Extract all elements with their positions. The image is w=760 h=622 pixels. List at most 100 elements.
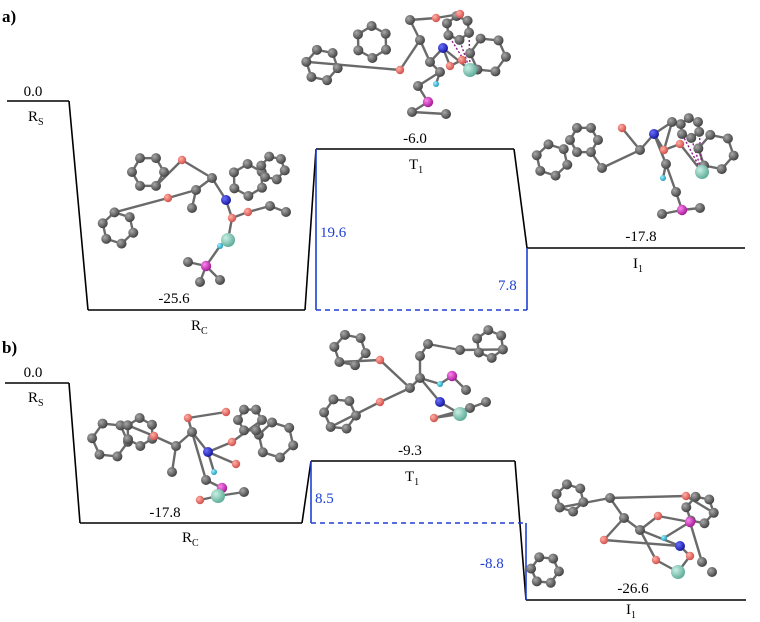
- atom: [465, 403, 475, 413]
- atom: [134, 413, 145, 424]
- atom: [183, 257, 193, 267]
- atom: [578, 497, 589, 508]
- state-rs-b: RS: [28, 390, 44, 409]
- atom: [534, 552, 545, 563]
- atom: [548, 553, 559, 564]
- barrier-reverse-b: -8.8: [480, 556, 504, 572]
- atom: [207, 173, 217, 183]
- bond: [190, 431, 208, 481]
- atom: [87, 433, 98, 444]
- atom: [380, 28, 391, 39]
- atom: [545, 577, 556, 588]
- atom: [187, 427, 197, 437]
- atom: [183, 413, 193, 423]
- barrier-reverse-a: 7.8: [498, 278, 517, 294]
- atom: [705, 129, 716, 140]
- atom: [366, 21, 377, 32]
- atom: [217, 243, 223, 249]
- bond: [379, 386, 411, 404]
- atom: [311, 44, 322, 55]
- atom: [115, 420, 126, 431]
- atom: [500, 51, 511, 62]
- atom: [274, 452, 285, 463]
- atom: [260, 171, 271, 182]
- energy-i1-b: -26.6: [617, 581, 649, 597]
- atom: [350, 360, 361, 371]
- atom: [531, 576, 542, 587]
- connector-rc-t1-a: [304, 148, 317, 311]
- atom: [605, 493, 615, 503]
- atom: [339, 329, 350, 340]
- energy-t1-b: -9.3: [398, 443, 422, 459]
- bond: [601, 148, 641, 170]
- energy-rc-b: -17.8: [149, 505, 180, 521]
- atom: [159, 167, 169, 177]
- energy-profile-a: [7, 100, 745, 311]
- connector-rs-rc-b: [68, 382, 81, 524]
- barriers-b: [310, 461, 527, 600]
- atom: [243, 190, 254, 201]
- atom: [288, 440, 299, 451]
- atom: [496, 330, 507, 341]
- atom: [233, 415, 243, 425]
- atom: [716, 164, 727, 175]
- atom: [543, 139, 554, 150]
- atom: [551, 488, 562, 499]
- atom: [435, 67, 445, 77]
- atom: [146, 419, 157, 430]
- atom: [707, 567, 717, 577]
- atom: [405, 383, 415, 393]
- atom: [481, 397, 491, 407]
- atom: [660, 175, 666, 181]
- atom: [493, 35, 504, 46]
- atom: [671, 565, 685, 579]
- atom: [101, 233, 112, 244]
- connector-t1-i1-b: [514, 460, 527, 601]
- atom: [617, 123, 627, 133]
- atom: [526, 563, 537, 574]
- atom: [395, 65, 405, 75]
- atom: [328, 394, 339, 405]
- atom: [375, 397, 385, 407]
- atom: [443, 30, 454, 41]
- atom: [483, 325, 494, 336]
- atom: [586, 147, 596, 158]
- atom: [675, 139, 685, 149]
- atom: [455, 9, 465, 19]
- state-i1-a: I1: [633, 256, 643, 275]
- atom: [228, 167, 239, 178]
- atom: [457, 55, 467, 65]
- atom: [281, 207, 291, 217]
- atom: [211, 489, 225, 503]
- atom: [683, 113, 694, 124]
- atom: [187, 203, 197, 213]
- bond: [306, 60, 401, 72]
- bond: [207, 450, 237, 466]
- atom: [239, 425, 249, 436]
- atom: [415, 373, 425, 383]
- atom: [699, 518, 710, 529]
- atom: [462, 15, 473, 26]
- atom: [267, 417, 278, 428]
- energy-i1-a: -17.8: [625, 229, 656, 245]
- atom: [275, 154, 286, 165]
- atom: [441, 18, 452, 29]
- atom: [661, 535, 667, 541]
- atom: [325, 421, 336, 432]
- bond: [187, 410, 227, 420]
- bond: [639, 528, 681, 548]
- atom: [256, 160, 267, 171]
- atom: [203, 447, 213, 457]
- atom: [355, 333, 366, 344]
- atom: [686, 132, 697, 143]
- atom: [568, 506, 579, 517]
- atom: [171, 441, 181, 451]
- atom: [635, 145, 645, 155]
- atom: [265, 201, 275, 211]
- atom: [697, 557, 707, 567]
- atom: [239, 404, 249, 415]
- atom: [465, 48, 476, 59]
- atom: [445, 61, 455, 71]
- i1-structure-b: [526, 479, 719, 588]
- atom: [535, 165, 546, 176]
